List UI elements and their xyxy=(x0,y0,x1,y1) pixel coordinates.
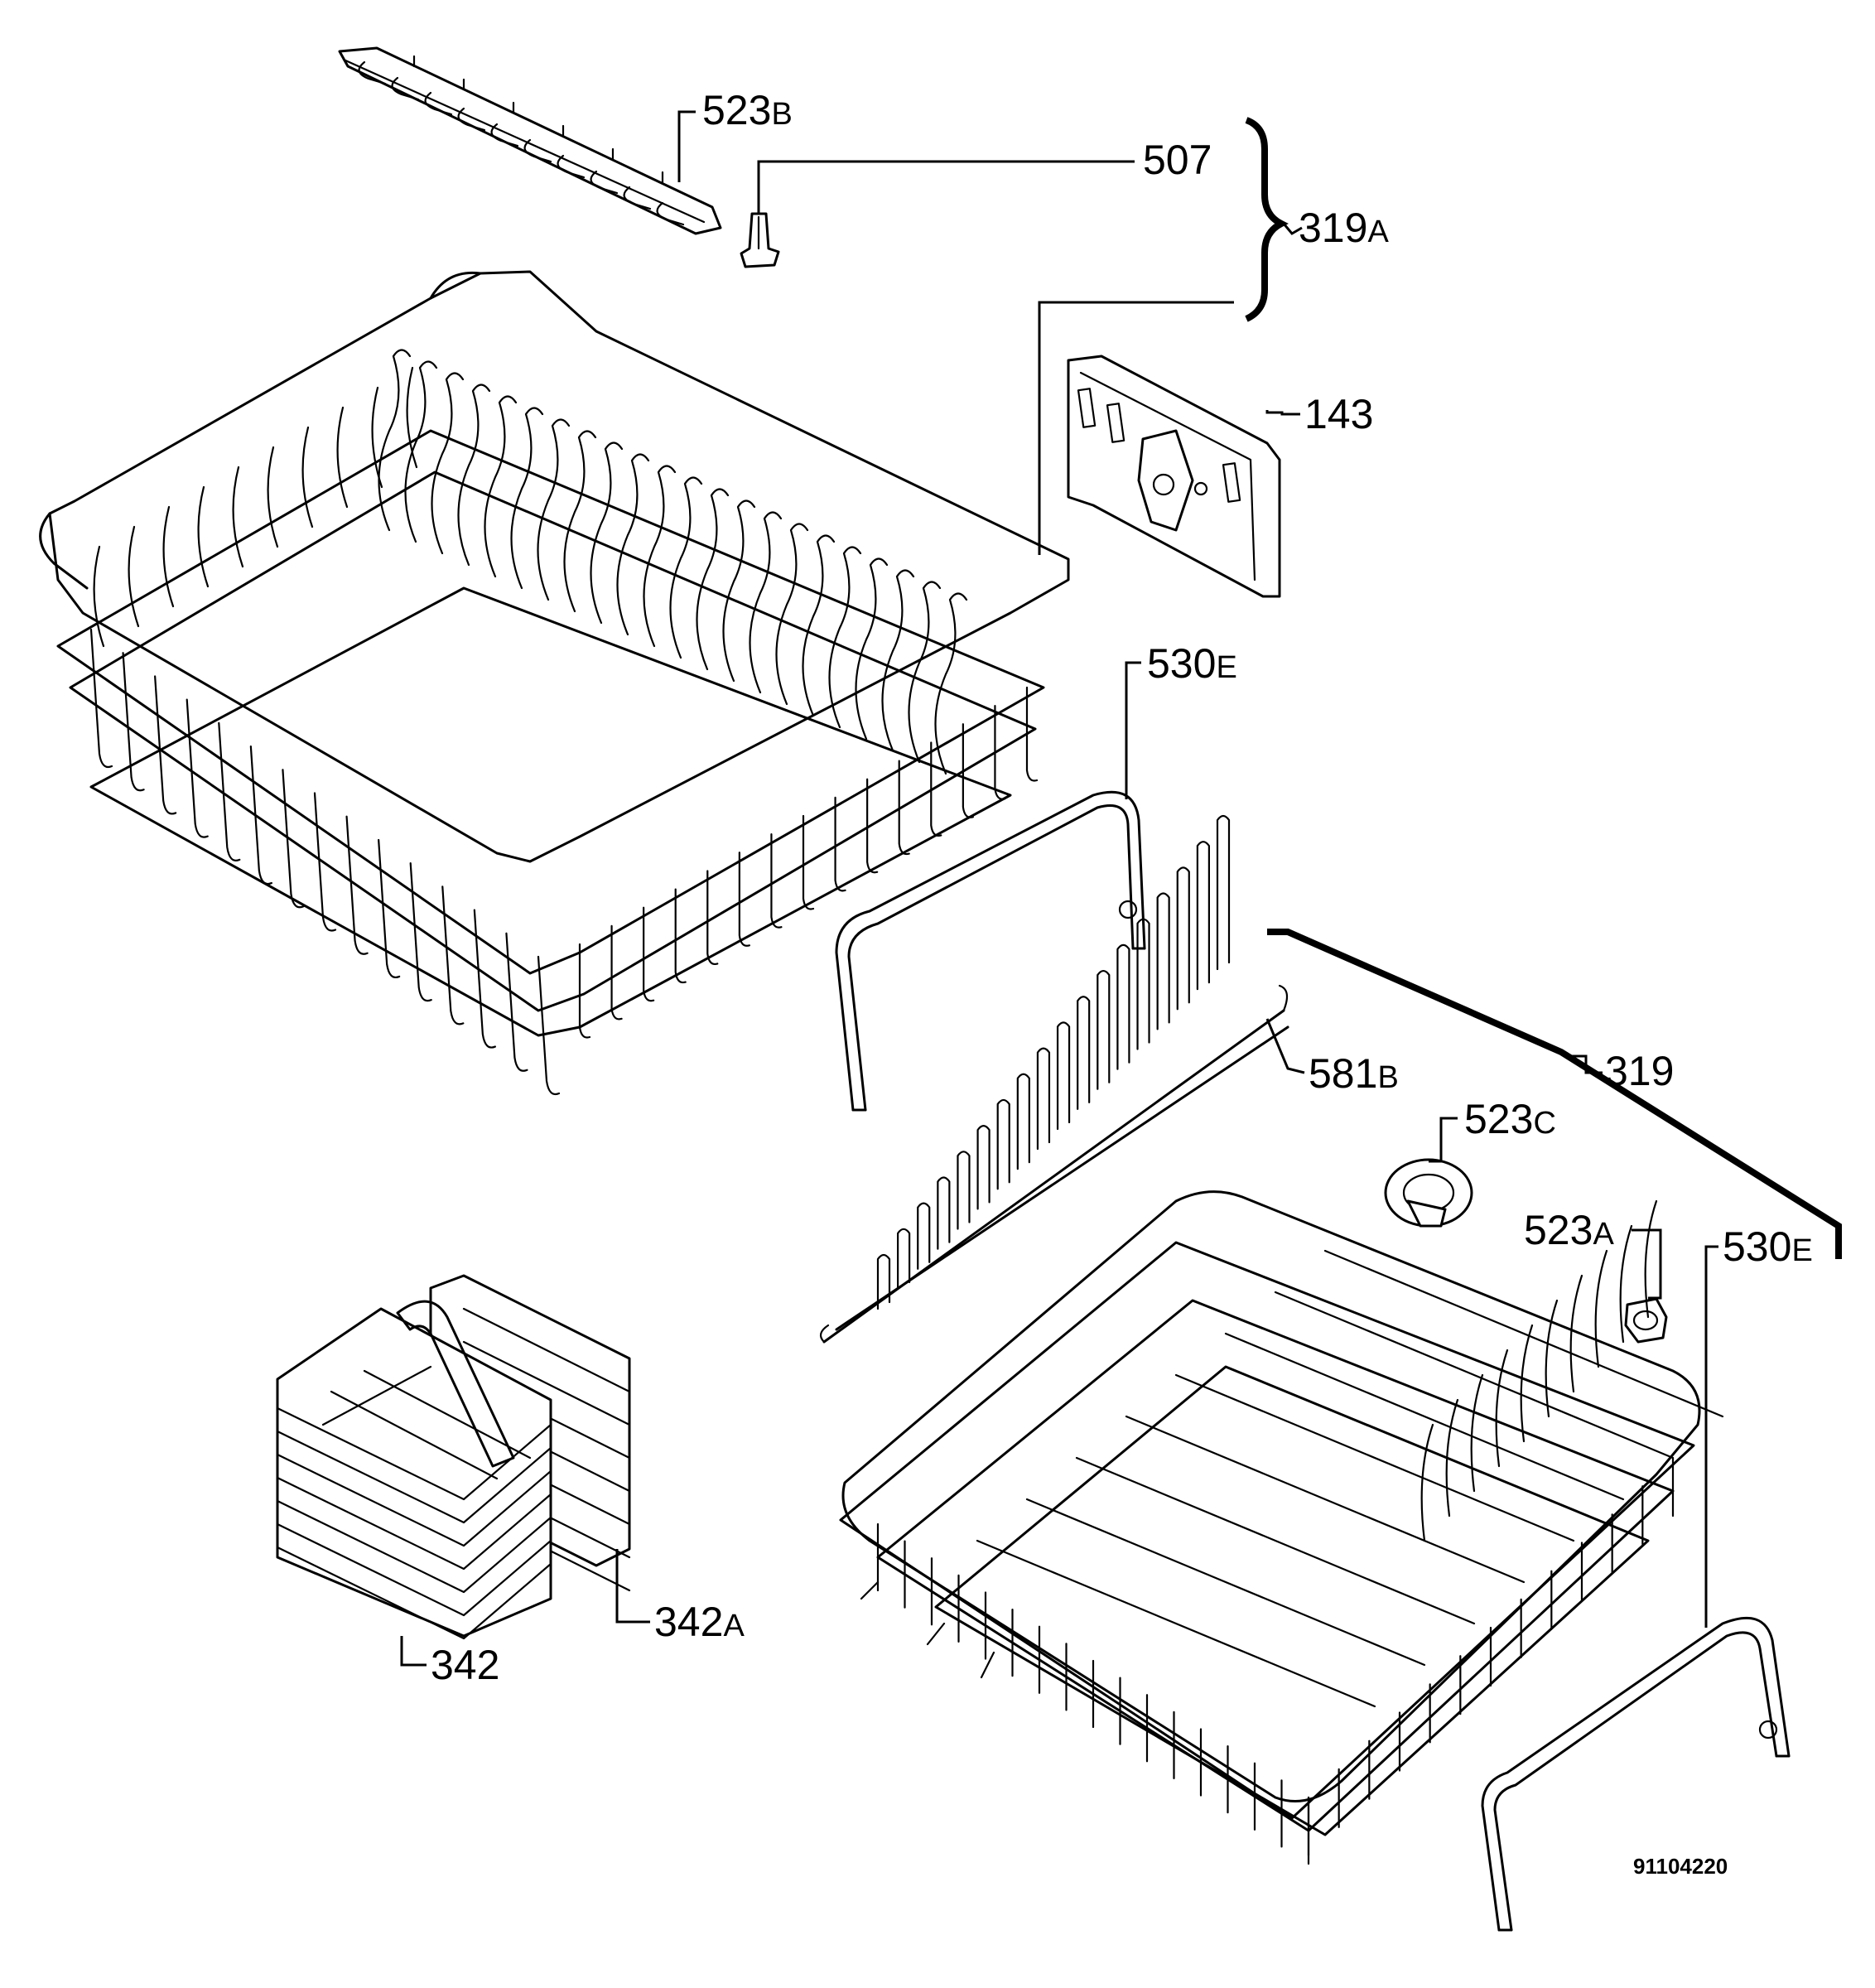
label-319: 319 xyxy=(1605,1048,1674,1094)
label-581b: 581B xyxy=(1309,1050,1399,1097)
cutlery-basket-342 xyxy=(276,1300,552,1640)
lower-basket xyxy=(839,1190,1724,1865)
basket-rail-right xyxy=(1481,1616,1791,1932)
label-523a: 523A xyxy=(1524,1207,1614,1253)
label-507: 507 xyxy=(1143,137,1212,183)
rack-pin-part xyxy=(740,212,780,268)
upper-basket xyxy=(39,270,1070,1096)
label-523c: 523C xyxy=(1464,1096,1556,1142)
cup-rack-part xyxy=(338,46,722,235)
basket-rail-top xyxy=(835,790,1146,1112)
label-530e-top: 530E xyxy=(1147,640,1237,687)
label-319a: 319A xyxy=(1299,205,1389,251)
label-530e-right: 530E xyxy=(1723,1223,1813,1270)
wheel-part-a xyxy=(1624,1297,1668,1344)
leader-lines xyxy=(400,110,1718,1667)
label-342: 342 xyxy=(431,1642,499,1688)
label-342a: 342A xyxy=(654,1599,745,1645)
assembly-brackets xyxy=(1245,117,1842,1259)
wheel-part-c xyxy=(1384,1158,1473,1228)
diagram-reference-number: 91104220 xyxy=(1633,1854,1728,1879)
side-bracket-part xyxy=(1067,355,1281,598)
tine-rack-part xyxy=(819,814,1289,1344)
label-143: 143 xyxy=(1304,391,1373,437)
label-523b: 523B xyxy=(702,87,793,133)
